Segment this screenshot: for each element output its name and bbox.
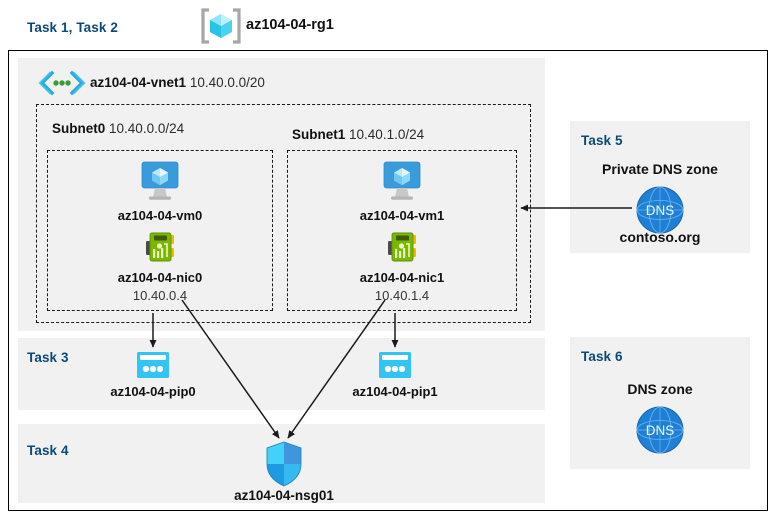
virtual-machine-icon: [378, 160, 426, 202]
dns-zone-globe-icon: DNS: [634, 404, 686, 456]
subnet0-box: [47, 150, 273, 311]
virtual-machine-icon: [136, 160, 184, 202]
task-label-task1-task2: Task 1, Task 2: [27, 20, 118, 35]
resource-group-name: az104-04-rg1: [246, 17, 334, 33]
vnet-name: az104-04-vnet1: [90, 75, 187, 90]
subnet0-header: Subnet0 10.40.0.0/24: [52, 121, 184, 136]
task-label-task4: Task 4: [27, 443, 69, 458]
private-dns-zone-name: contoso.org: [619, 229, 701, 245]
vm0-label: az104-04-vm0: [117, 208, 203, 223]
dns-zone-globe-icon: DNS: [634, 184, 686, 236]
svg-text:DNS: DNS: [646, 203, 675, 218]
task-label-task6: Task 6: [581, 349, 623, 364]
nic0-label: az104-04-nic0: [117, 270, 203, 285]
private-dns-zone-heading: Private DNS zone: [602, 161, 718, 177]
task-label-task5: Task 5: [581, 133, 623, 148]
virtual-network-icon: [38, 70, 86, 96]
subnet0-cidr: 10.40.0.0/24: [109, 121, 185, 136]
subnet1-box: [287, 150, 517, 311]
subnet1-header: Subnet1 10.40.1.0/24: [292, 127, 424, 142]
subnet0-name: Subnet0: [52, 121, 106, 136]
svg-text:DNS: DNS: [646, 423, 675, 438]
vnet-cidr: 10.40.0.0/20: [189, 75, 265, 90]
vnet-address-space-box: [36, 104, 531, 323]
task3-panel: [18, 338, 545, 410]
nic1-label: az104-04-nic1: [359, 270, 445, 285]
vnet-panel: [18, 58, 545, 331]
vnet-header: az104-04-vnet1 10.40.0.0/20: [90, 75, 265, 90]
nsg-label: az104-04-nsg01: [234, 488, 334, 503]
resource-group-cube-icon: [199, 7, 243, 45]
subnet1-name: Subnet1: [292, 127, 346, 142]
pip1-label: az104-04-pip1: [352, 384, 438, 399]
public-ip-address-icon: [377, 350, 413, 380]
network-interface-icon: [140, 230, 180, 268]
network-security-group-shield-icon: [263, 440, 305, 488]
dns-zone-heading: DNS zone: [627, 381, 693, 397]
subnet1-cidr: 10.40.1.0/24: [349, 127, 425, 142]
task-label-task3: Task 3: [27, 350, 69, 365]
nic0-ip: 10.40.0.4: [132, 288, 188, 303]
network-interface-icon: [382, 230, 422, 268]
pip0-label: az104-04-pip0: [110, 384, 196, 399]
nic1-ip: 10.40.1.4: [374, 288, 430, 303]
public-ip-address-icon: [135, 350, 171, 380]
vm1-label: az104-04-vm1: [359, 208, 445, 223]
